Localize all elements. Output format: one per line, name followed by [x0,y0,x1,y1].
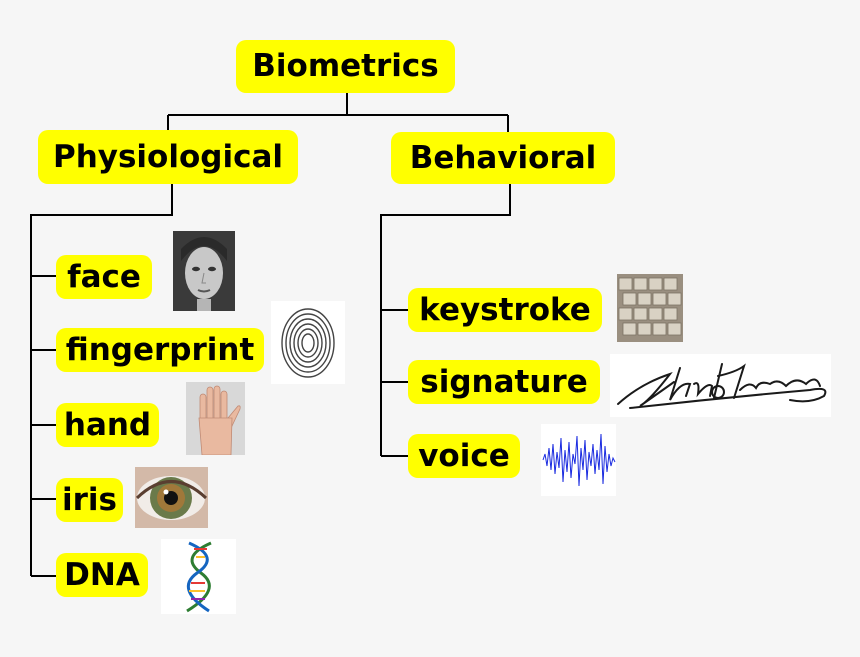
behavioral-leaf-ticks [381,309,408,457]
category-behavioral: Behavioral [391,132,615,184]
leaf-label: DNA [64,556,140,593]
leaf-label: signature [420,363,588,400]
dna-helix-icon [161,539,236,614]
leaf-keystroke: keystroke [408,288,602,332]
category-physiological: Physiological [38,130,298,184]
leaf-dna: DNA [56,553,148,597]
root-node: Biometrics [236,40,455,93]
fingerprint-icon [271,301,345,384]
iris-photo-icon [135,467,208,528]
leaf-iris: iris [56,478,123,522]
voice-waveform-icon [541,424,616,496]
leaf-label: face [67,258,141,295]
category-label: Behavioral [409,139,597,176]
leaf-label: hand [63,406,152,443]
category-label: Physiological [52,138,284,175]
physiological-leaf-ticks [31,275,56,577]
root-connector [167,92,509,134]
face-photo-icon [173,231,235,311]
leaf-label: fingerprint [65,331,255,368]
signature-icon [610,354,831,417]
leaf-label: keystroke [419,291,591,328]
physiological-spine [30,184,173,576]
leaf-label: iris [62,481,117,518]
root-label: Biometrics [252,48,439,84]
behavioral-spine [380,184,511,456]
hand-photo-icon [186,382,245,455]
leaf-face: face [56,255,152,299]
leaf-voice: voice [408,434,520,478]
leaf-label: voice [418,437,510,474]
keyboard-photo-icon [617,274,683,342]
leaf-hand: hand [56,403,159,447]
leaf-fingerprint: fingerprint [56,328,264,372]
leaf-signature: signature [408,360,600,404]
